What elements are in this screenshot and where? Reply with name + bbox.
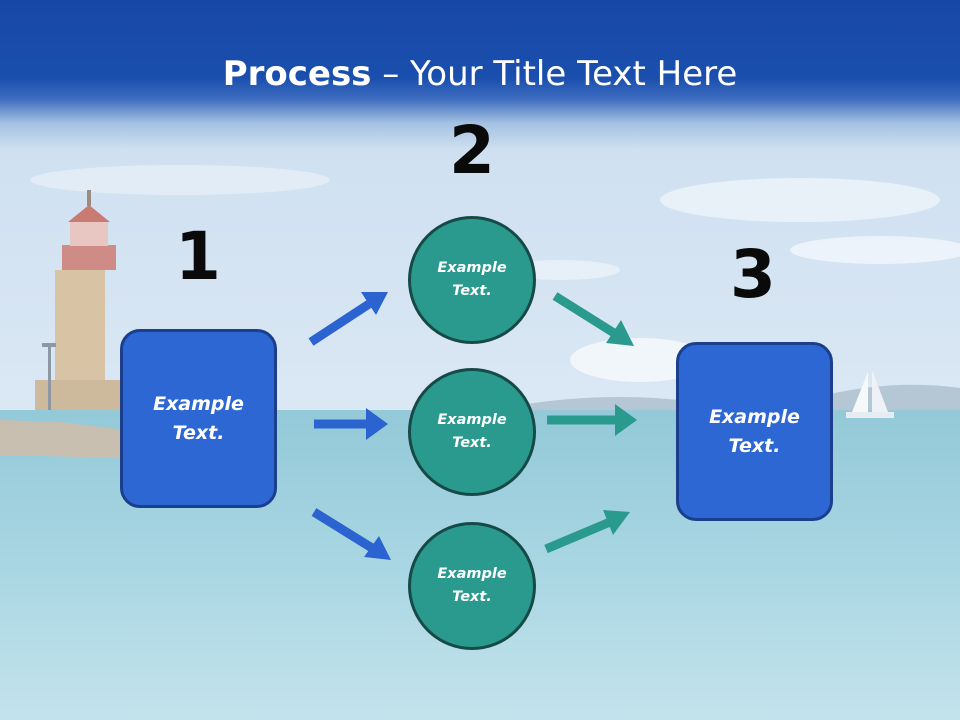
arrow-teal-right-icon [547,404,637,436]
right-box-text: Example Text. [709,405,800,457]
arrow-blue-up-icon [308,292,388,346]
step-number-3: 3 [730,236,776,313]
arrow-teal-up-icon [544,510,630,554]
process-circle-bottom[interactable]: Example Text. [408,522,536,650]
step-number-1: 1 [175,218,221,295]
process-circle-top[interactable]: Example Text. [408,216,536,344]
slide-title-rest: – Your Title Text Here [371,54,738,94]
left-box-text: Example Text. [153,392,244,444]
arrow-teal-down-icon [552,292,634,346]
step-number-2: 2 [449,112,495,189]
title-band [0,0,960,150]
right-process-box[interactable]: Example Text. [676,342,833,521]
circle-bottom-text: Example Text. [437,566,507,605]
process-circle-middle[interactable]: Example Text. [408,368,536,496]
left-process-box[interactable]: Example Text. [120,329,277,508]
slide-title-bold: Process [222,54,372,94]
arrow-blue-right-icon [314,408,388,440]
slide-title: Process – Your Title Text Here [0,52,960,96]
arrow-blue-down-icon [311,508,391,560]
circle-middle-text: Example Text. [437,412,507,451]
circle-top-text: Example Text. [437,260,507,299]
